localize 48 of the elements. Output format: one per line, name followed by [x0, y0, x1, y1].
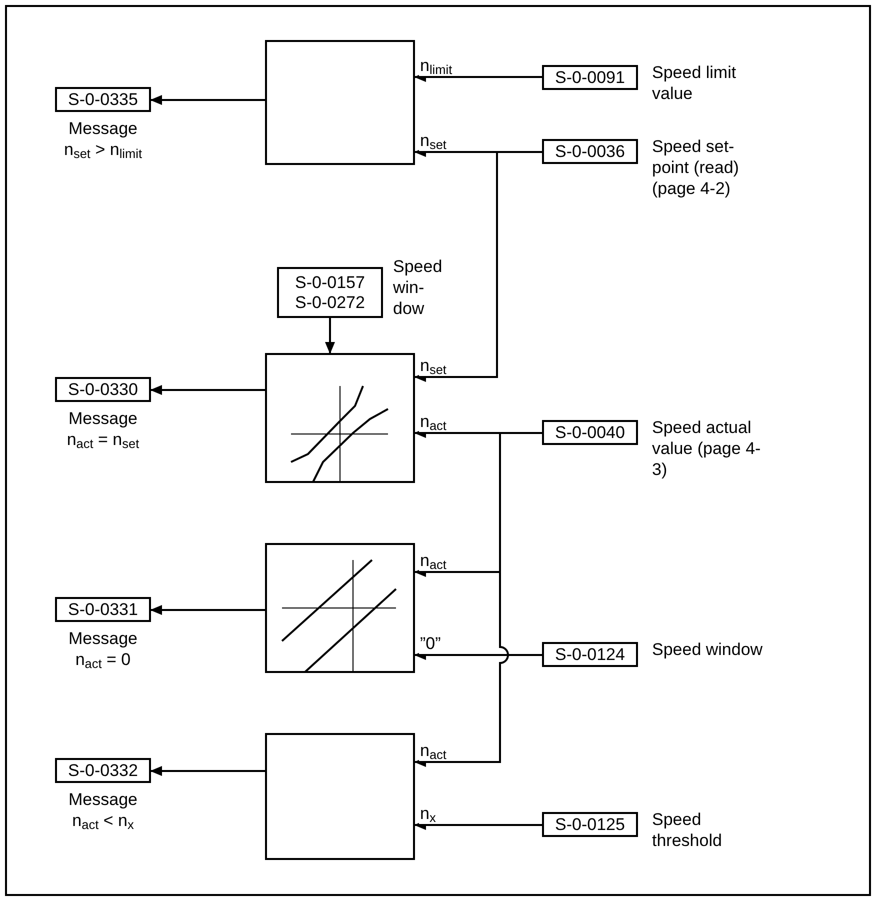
function-block	[265, 40, 415, 165]
arrow	[414, 151, 542, 382]
description-text: Speed actual value (page 4-3)	[652, 417, 762, 480]
arrow	[325, 318, 335, 354]
parameter-box	[542, 812, 638, 837]
parameter-id: S-0-0125	[555, 814, 625, 834]
parameter-box	[542, 139, 638, 164]
description-text: Speed threshold	[652, 809, 723, 851]
description-text: Speed win- dow	[393, 256, 444, 319]
parameter-id: S-0-0157	[295, 272, 365, 292]
description-text: Speed window	[652, 639, 764, 660]
parameter-id: S-0-0331	[68, 600, 138, 620]
parameter-box	[277, 267, 383, 318]
description-text: Message	[68, 628, 138, 649]
parameter-id: S-0-0124	[555, 644, 625, 664]
parameter-id: S-0-0330	[68, 380, 138, 400]
description-text: n$_{act}$ < n$_{x}$	[71, 810, 135, 831]
parameter-box	[542, 420, 638, 445]
parameter-id: S-0-0091	[555, 68, 625, 88]
arrow	[150, 385, 265, 395]
description-text: Message	[68, 408, 138, 429]
description-text: n$_{set}$ > n$_{limit}$	[63, 139, 143, 160]
parameter-box	[542, 65, 638, 90]
parameter-box	[55, 377, 151, 402]
parameter-id: S-0-0272	[295, 292, 365, 312]
arrow	[150, 766, 265, 776]
description-text: Message	[68, 789, 138, 810]
arrow	[150, 605, 265, 615]
description-text: n$_{act}$ = n$_{set}$	[66, 429, 140, 450]
parameter-id: S-0-0036	[555, 142, 625, 162]
parameter-box	[55, 758, 151, 783]
parameter-id: S-0-0335	[68, 90, 138, 110]
parameter-box	[55, 597, 151, 622]
parameter-box	[55, 87, 151, 112]
description-text: Speed set-point (read) (page 4-2)	[652, 136, 740, 199]
arrow	[414, 650, 542, 660]
arrow	[150, 95, 265, 105]
description-text: Speed limit value	[652, 62, 738, 104]
arrow	[414, 820, 542, 830]
parameter-box	[542, 642, 638, 667]
function-block	[265, 543, 415, 673]
function-block	[265, 733, 415, 860]
parameter-id: S-0-0332	[68, 760, 138, 780]
description-text: n$_{act}$ = 0	[74, 649, 132, 670]
function-block	[265, 353, 415, 483]
arrow	[414, 72, 542, 82]
parameter-id: S-0-0040	[555, 422, 625, 442]
description-text: Message	[68, 118, 138, 139]
